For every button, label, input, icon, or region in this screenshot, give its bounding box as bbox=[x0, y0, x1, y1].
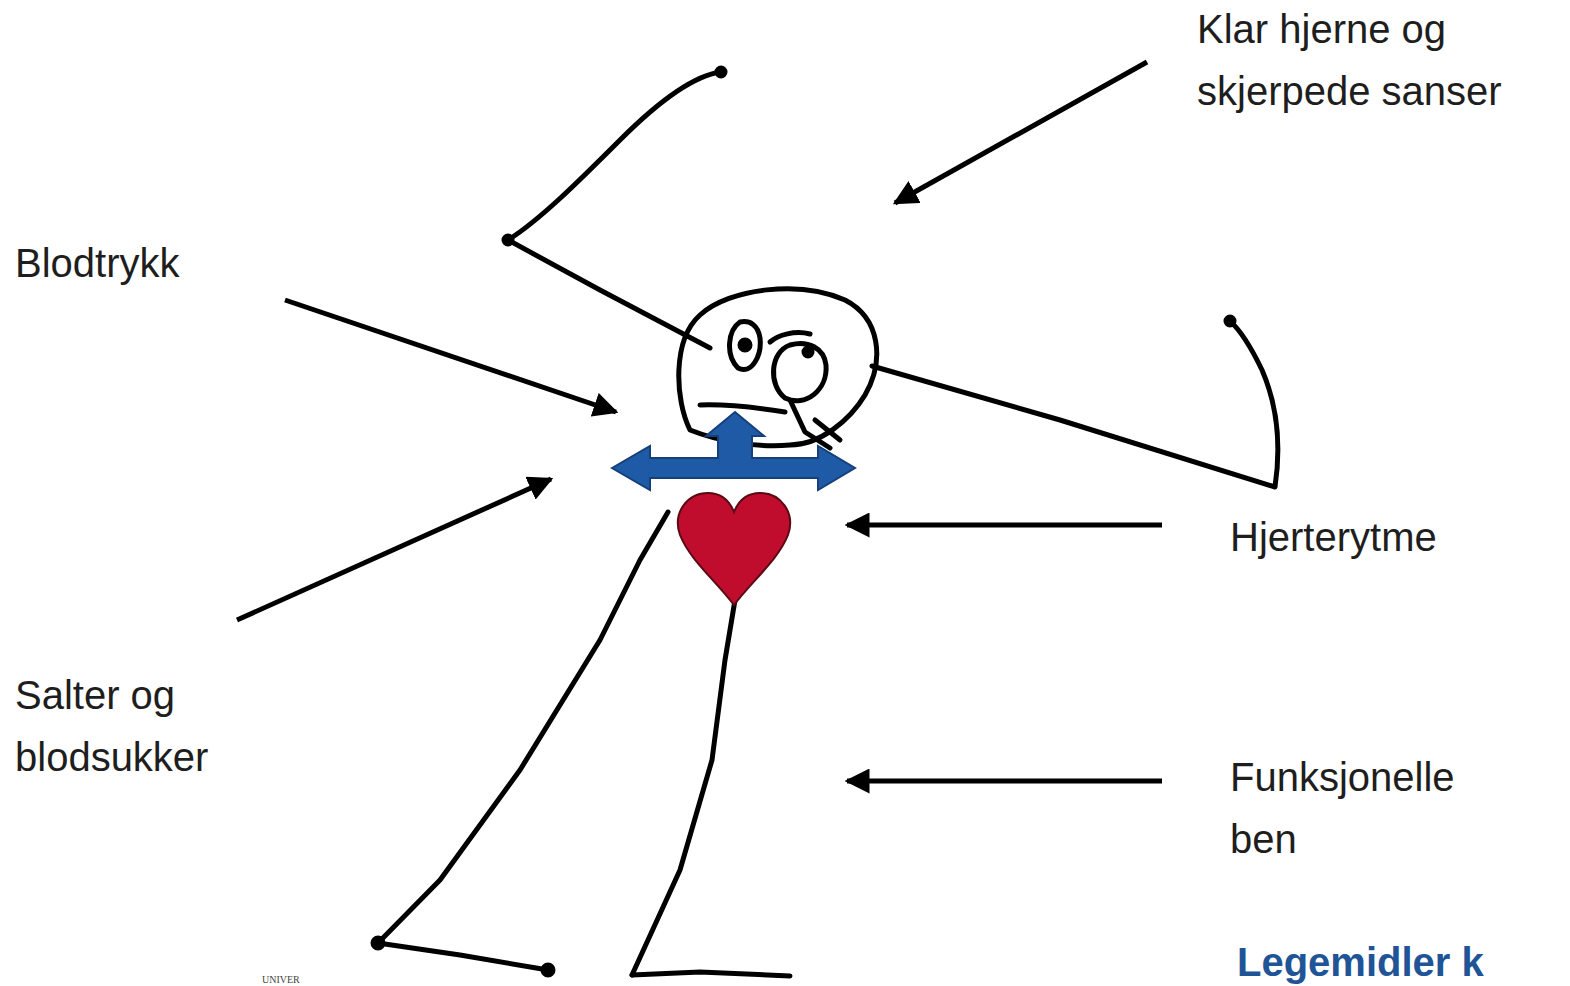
chin-line bbox=[815, 420, 840, 440]
eye bbox=[774, 344, 827, 401]
left-arm bbox=[508, 72, 721, 348]
hand bbox=[717, 68, 725, 76]
mouth bbox=[700, 405, 785, 412]
leader-arrow bbox=[237, 479, 551, 620]
leader-arrow bbox=[847, 779, 1162, 784]
watermark: UNIVER bbox=[262, 974, 382, 986]
eye bbox=[730, 322, 761, 370]
hand bbox=[1226, 317, 1234, 325]
foot-joint bbox=[543, 965, 553, 975]
heading-fragment: Legemidler k bbox=[1237, 938, 1567, 986]
foot-joint bbox=[373, 938, 383, 948]
blue-triple-arrow bbox=[612, 412, 855, 490]
head-outline bbox=[679, 289, 877, 446]
label: Blodtrykk bbox=[15, 232, 315, 294]
sense-label: Klar hjerne og skjerpede sanser bbox=[1197, 0, 1567, 122]
left-leg bbox=[378, 512, 668, 943]
left-foot bbox=[378, 943, 548, 970]
leader-arrow bbox=[847, 523, 1162, 528]
right-foot bbox=[632, 972, 790, 976]
right-leg bbox=[632, 600, 735, 975]
label: Salter og blodsukker bbox=[15, 664, 275, 788]
heart-symbol bbox=[678, 493, 790, 605]
leader-arrow bbox=[895, 62, 1147, 203]
leader-arrow bbox=[285, 300, 616, 412]
brow bbox=[770, 333, 810, 342]
eye-pupil bbox=[804, 348, 812, 356]
right-arm bbox=[872, 321, 1278, 487]
eye-pupil bbox=[740, 340, 750, 350]
label: Funksjonelle ben bbox=[1230, 746, 1510, 870]
label: Hjerterytme bbox=[1230, 506, 1560, 568]
elbow bbox=[504, 236, 512, 244]
